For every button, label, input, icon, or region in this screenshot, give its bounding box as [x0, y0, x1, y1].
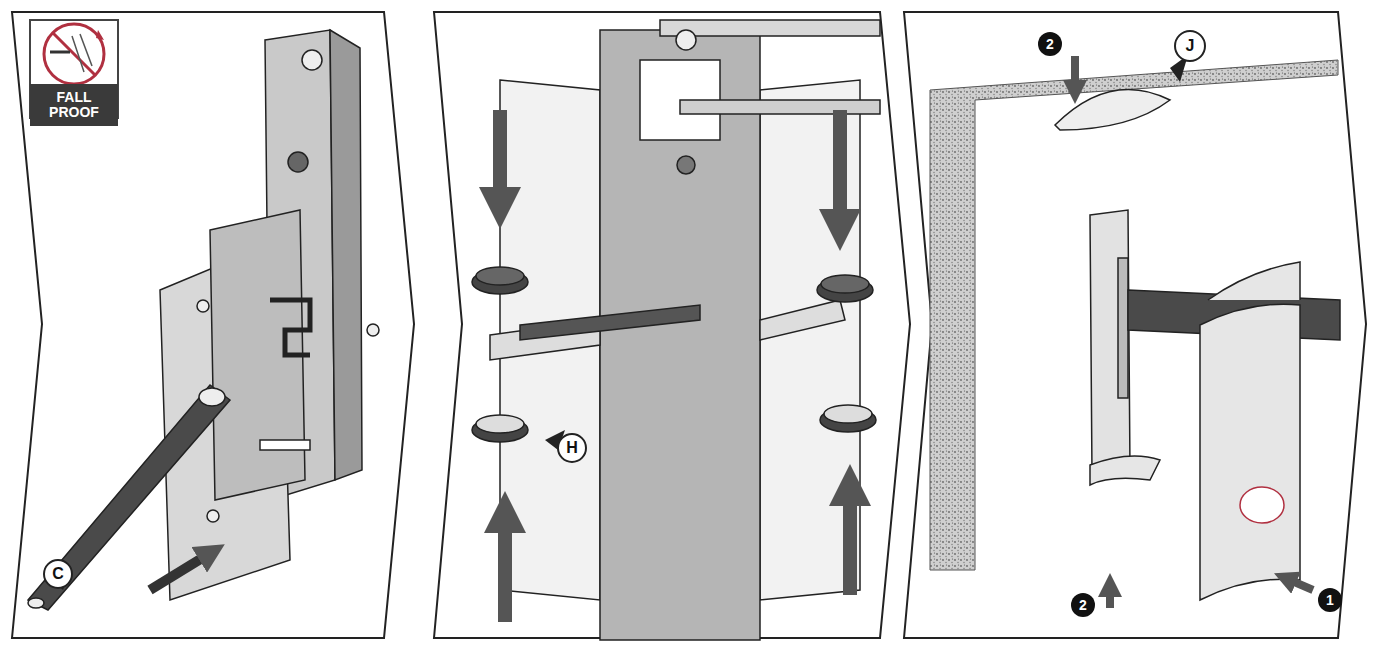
badge-text: FALL PROOF: [44, 90, 104, 121]
arm-figure: [1055, 89, 1340, 600]
callout-number: 1: [1326, 592, 1334, 608]
bracket-figure: [28, 30, 379, 610]
fall-proof-badge: [30, 20, 118, 126]
callout-letter: J: [1186, 37, 1195, 55]
step-number-circle: [1071, 593, 1095, 617]
step-number-circle: [1038, 32, 1062, 56]
step-number-circle: [1318, 588, 1342, 612]
callout-letter: H: [566, 439, 578, 457]
wall-plate-figure: [490, 20, 880, 640]
direction-arrow: [1075, 56, 1313, 608]
badge-band: FALL PROOF: [30, 84, 118, 126]
callout-circle: [558, 434, 586, 462]
direction-arrow: [500, 110, 850, 622]
callout-number: 2: [1079, 597, 1087, 613]
direction-arrow: [150, 552, 212, 590]
callout-circle: [44, 560, 72, 588]
callout-number: 2: [1046, 36, 1054, 52]
adjust-knob: [472, 267, 876, 442]
callout-circle: [1175, 31, 1205, 61]
callout-letter: C: [52, 565, 64, 583]
